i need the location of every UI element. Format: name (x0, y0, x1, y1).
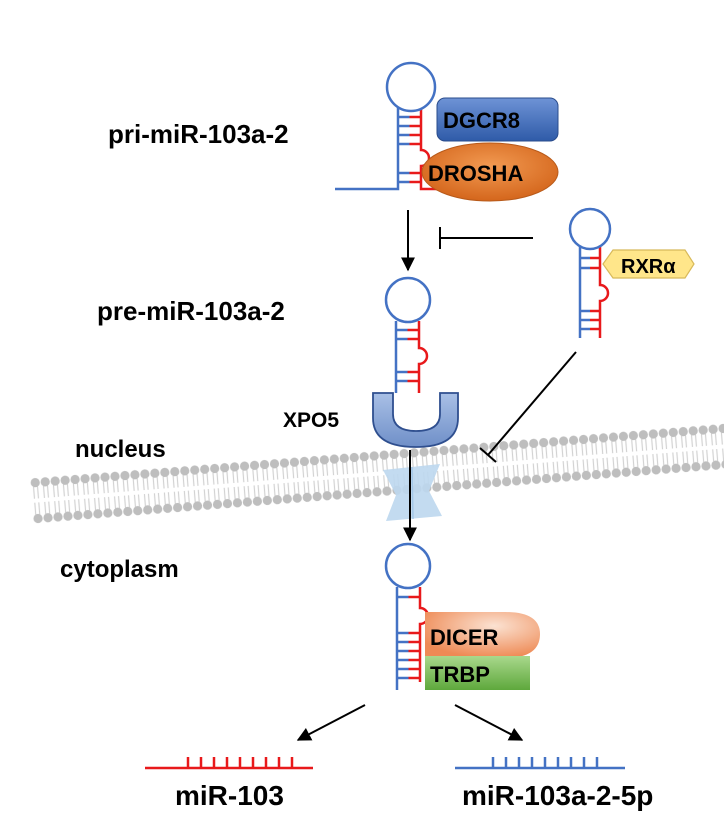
nucleus-label: nucleus (75, 436, 166, 463)
pri-terminal-loop (385, 61, 437, 113)
trbp-shape (425, 656, 530, 690)
nuclear-pore-divider (411, 466, 414, 520)
inhibition-nuclear-export (479, 351, 577, 463)
rxr-red-strand (598, 247, 610, 338)
xpo5-shape (372, 392, 459, 448)
pre-mirna-label: pre-miR-103a-2 (97, 296, 285, 326)
mature-red-strand (145, 757, 313, 770)
pre-red-strand (417, 321, 429, 393)
cyto-terminal-loop (384, 542, 432, 590)
arrow-to-blue-strand (454, 704, 524, 741)
pri-mirna-hairpin (335, 61, 440, 191)
rxra-bound-hairpin (568, 207, 612, 338)
dicer-shape (425, 612, 540, 658)
pre-terminal-loop (384, 276, 432, 324)
pri-blue-strand (335, 108, 400, 191)
dicer-label: DICER (430, 625, 499, 650)
rxr-terminal-loop (568, 207, 612, 251)
arrow-to-red-strand (296, 704, 366, 741)
rxra-shape (602, 249, 695, 279)
rxra-label: RXRα (621, 256, 676, 278)
dgcr8-label: DGCR8 (443, 108, 520, 133)
drosha-label: DROSHA (428, 161, 523, 186)
cytoplasmic-pre-mirna-hairpin (384, 542, 432, 690)
cytoplasm-label: cytoplasm (60, 556, 179, 583)
mature-blue-strand (455, 757, 625, 770)
red-strand-label: miR-103 (175, 780, 284, 811)
inhibition-drosha-processing (439, 227, 533, 249)
pri-mirna-label: pri-miR-103a-2 (108, 119, 289, 149)
dgcr8-shape (436, 97, 559, 142)
pre-mirna-hairpin (384, 276, 432, 393)
xpo5-label: XPO5 (283, 409, 339, 432)
blue-strand-label: miR-103a-2-5p (462, 780, 653, 811)
trbp-label: TRBP (430, 662, 490, 687)
drosha-shape (421, 142, 559, 202)
